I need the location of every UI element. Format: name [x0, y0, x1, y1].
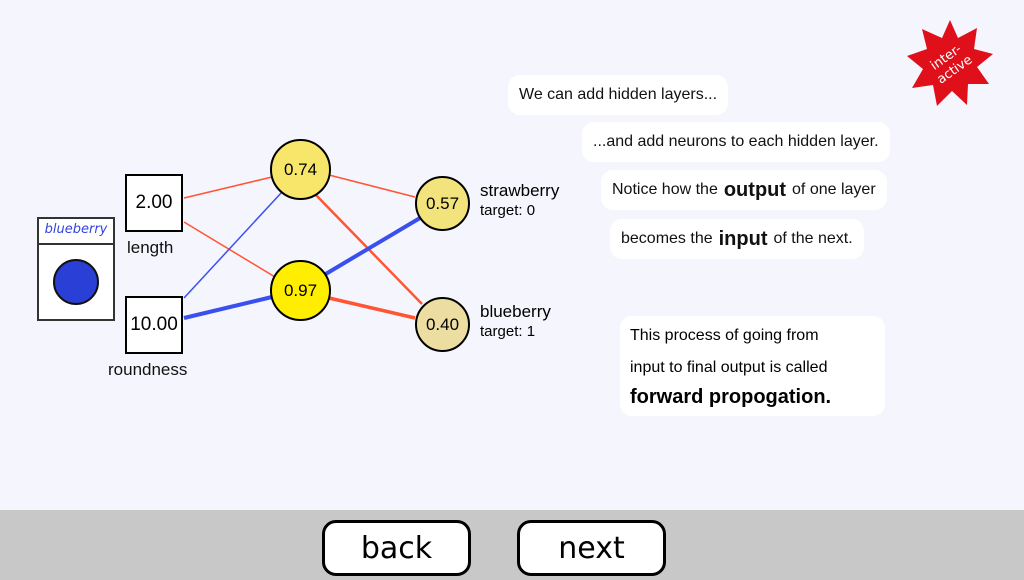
weight-line	[183, 176, 273, 199]
weight-line	[322, 216, 422, 277]
note-emphasis: output	[723, 178, 787, 201]
output-target: target: 0	[480, 202, 536, 219]
input-roundness-label: roundness	[108, 360, 188, 379]
hidden-node-1: 0.74	[270, 139, 331, 200]
weight-line	[328, 174, 416, 198]
interactive-badge[interactable]: inter- active	[905, 18, 995, 108]
note-input: becomes the input of the next.	[610, 219, 864, 259]
note-text: of the next.	[773, 230, 853, 247]
weight-line	[183, 295, 273, 320]
output-label-strawberry: strawberry target: 0	[480, 181, 559, 221]
weight-line	[183, 191, 283, 299]
output-node-strawberry: 0.57	[415, 176, 470, 231]
note-forward-propagation: This process of going from input to fina…	[620, 316, 885, 416]
network-connections	[183, 174, 423, 320]
note-text: input to final output is called	[630, 359, 828, 376]
sample-card: blueberry	[37, 217, 115, 321]
note-text: becomes the	[621, 230, 713, 247]
starburst-icon	[907, 20, 993, 106]
next-button[interactable]: next	[517, 520, 666, 576]
output-target: target: 1	[480, 323, 536, 340]
navigation-bar: back next	[0, 510, 1024, 580]
hidden-node-2: 0.97	[270, 260, 331, 321]
note-emphasis: input	[718, 227, 768, 250]
sample-label: blueberry	[39, 219, 113, 245]
note-text: of one layer	[792, 181, 876, 198]
input-length-label: length	[127, 238, 174, 257]
note-hidden-layers: We can add hidden layers...	[508, 75, 729, 115]
output-node-blueberry: 0.40	[415, 297, 470, 352]
output-label-blueberry: blueberry target: 1	[480, 302, 551, 342]
note-text: Notice how the	[612, 181, 718, 198]
weight-line	[328, 296, 416, 320]
input-roundness-value: 10.00	[125, 296, 183, 354]
note-output: Notice how the output of one layer	[601, 170, 887, 210]
note-add-neurons: ...and add neurons to each hidden layer.	[582, 122, 890, 162]
back-button[interactable]: back	[322, 520, 471, 576]
blueberry-image	[53, 259, 99, 305]
output-name: blueberry	[480, 302, 551, 321]
note-text: This process of going from	[630, 327, 819, 344]
output-name: strawberry	[480, 181, 560, 200]
input-length-value: 2.00	[125, 174, 183, 232]
note-emphasis: forward propogation.	[630, 386, 832, 408]
